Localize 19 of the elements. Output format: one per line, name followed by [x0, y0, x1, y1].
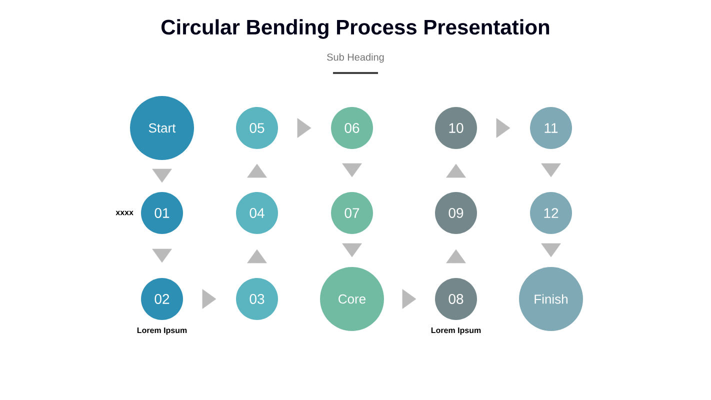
caption-label: Lorem Ipsum: [431, 328, 481, 335]
arrow: [496, 118, 510, 138]
subheading: Sub Heading: [327, 53, 384, 63]
arrow: [446, 249, 466, 264]
arrow: [247, 164, 267, 178]
arrow: [402, 289, 416, 309]
arrow: [152, 248, 172, 263]
caption-label: Lorem Ipsum: [137, 328, 187, 335]
arrow: [342, 243, 362, 258]
arrow: [202, 289, 216, 309]
arrow: [541, 243, 561, 258]
arrow: [342, 163, 362, 178]
arrow: [152, 168, 172, 183]
side-label: xxxx: [116, 210, 134, 216]
title: Circular Bending Process Presentation: [161, 19, 550, 39]
arrow: [297, 118, 312, 138]
arrow: [247, 249, 267, 264]
arrow: [541, 163, 561, 178]
arrow: [446, 164, 466, 178]
